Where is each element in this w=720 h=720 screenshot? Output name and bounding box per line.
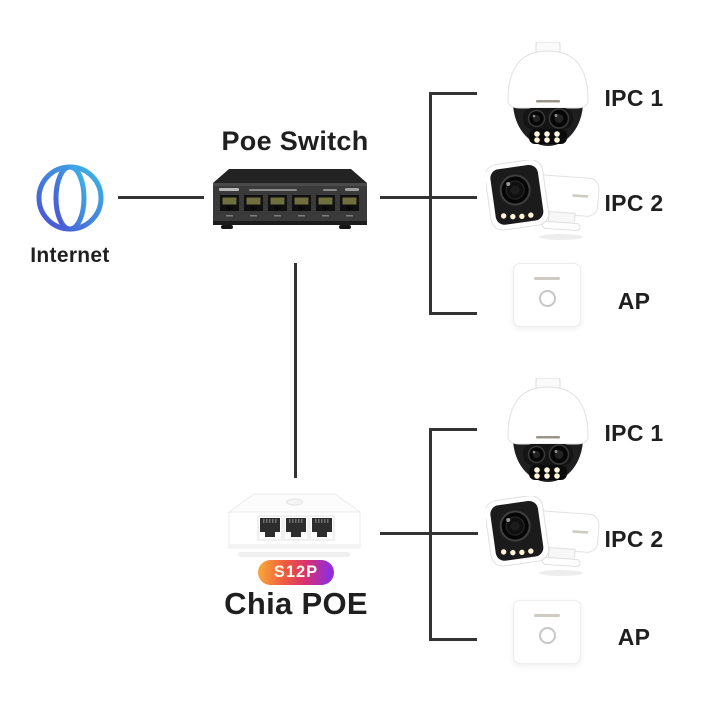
ap-brand-mark	[534, 614, 560, 617]
bottom-ptz-camera-image	[507, 378, 589, 482]
ap-button-ring	[538, 627, 556, 644]
chia-poe-model-badge: S12P	[258, 560, 334, 585]
top-ipc1-label: IPC 1	[604, 85, 664, 111]
bottom-ap-device-image	[513, 600, 581, 664]
top-ptz-camera-image	[507, 42, 589, 146]
bottom-bullet-camera-image	[486, 496, 600, 576]
top-ipc2-label: IPC 2	[604, 190, 664, 216]
connector-switch-to-top-bracket	[380, 196, 477, 199]
bottom-ipc2-label: IPC 2	[604, 526, 664, 552]
connector-internet-to-switch	[118, 196, 204, 199]
internet-globe-icon	[36, 164, 104, 232]
bottom-bracket-stub-ipc1	[429, 428, 477, 431]
top-bullet-camera-image	[486, 160, 600, 240]
top-ap-label: AP	[617, 288, 651, 314]
poe-switch-image	[213, 169, 367, 229]
top-bracket-stub-ap	[429, 312, 477, 315]
chia-poe-image	[227, 493, 362, 557]
top-bracket-vertical	[429, 92, 432, 314]
ap-button-ring	[538, 290, 556, 307]
ap-brand-mark	[534, 277, 560, 280]
bottom-ap-label: AP	[617, 624, 651, 650]
connector-switch-to-chia-poe	[294, 263, 297, 478]
chia-poe-title: Chia POE	[224, 586, 368, 621]
top-ap-device-image	[513, 263, 581, 327]
bottom-ipc1-label: IPC 1	[604, 420, 664, 446]
internet-label: Internet	[30, 244, 110, 267]
top-bracket-stub-ipc1	[429, 92, 477, 95]
poe-switch-title: Poe Switch	[221, 126, 369, 156]
bottom-bracket-vertical	[429, 428, 432, 640]
bottom-bracket-stub-ap	[429, 638, 477, 641]
